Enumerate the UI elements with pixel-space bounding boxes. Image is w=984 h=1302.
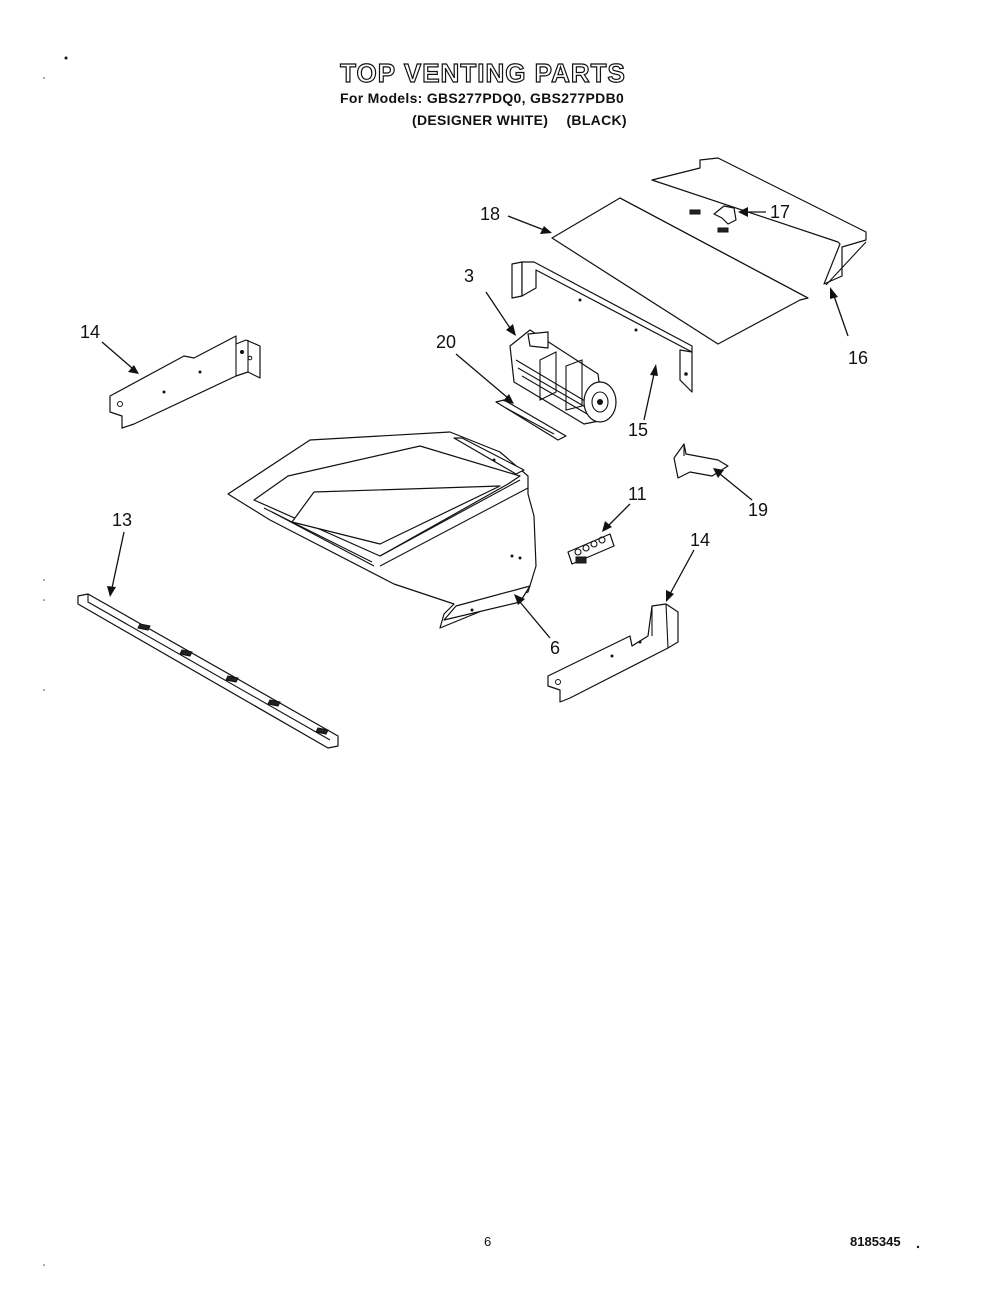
- part-14-right-bracket: [547, 603, 679, 703]
- part-18-top-sheet: [551, 197, 809, 345]
- document-number: 8185345: [850, 1234, 901, 1249]
- leader-arrows: [101, 207, 849, 639]
- part-13-trim-strip: [77, 593, 339, 749]
- callout-15: 15: [628, 420, 649, 440]
- part-15-channel-bracket: [511, 261, 693, 393]
- variant-line: (DESIGNER WHITE) (BLACK): [412, 112, 641, 128]
- part-3-blower-fan: [509, 329, 617, 425]
- callout-17: 17: [770, 202, 791, 222]
- callout-20: 20: [436, 332, 457, 352]
- callout-6: 6: [550, 638, 561, 658]
- models-line: For Models: GBS277PDQ0, GBS277PDB0: [340, 90, 625, 106]
- callout-14-left: 14: [80, 322, 101, 342]
- part-6-vent-hood: [227, 431, 537, 629]
- variant-white: (DESIGNER WHITE): [412, 112, 549, 128]
- part-14-left-bracket: [109, 335, 261, 429]
- callout-16: 16: [848, 348, 869, 368]
- callout-13: 13: [112, 510, 133, 530]
- callout-19: 19: [748, 500, 769, 520]
- callout-18: 18: [480, 204, 501, 224]
- callout-14-right: 14: [690, 530, 711, 550]
- part-11-terminal-block: [567, 533, 615, 565]
- part-17-clip: [689, 205, 737, 233]
- callout-3: 3: [464, 266, 475, 286]
- part-20-strip: [495, 399, 567, 441]
- part-16-top-panel: [651, 157, 867, 286]
- margin-marks: [43, 56, 920, 1266]
- callout-11: 11: [628, 484, 647, 504]
- variant-black: (BLACK): [566, 112, 627, 128]
- diagram-title: TOP VENTING PARTS: [340, 57, 626, 88]
- page-number: 6: [484, 1234, 492, 1249]
